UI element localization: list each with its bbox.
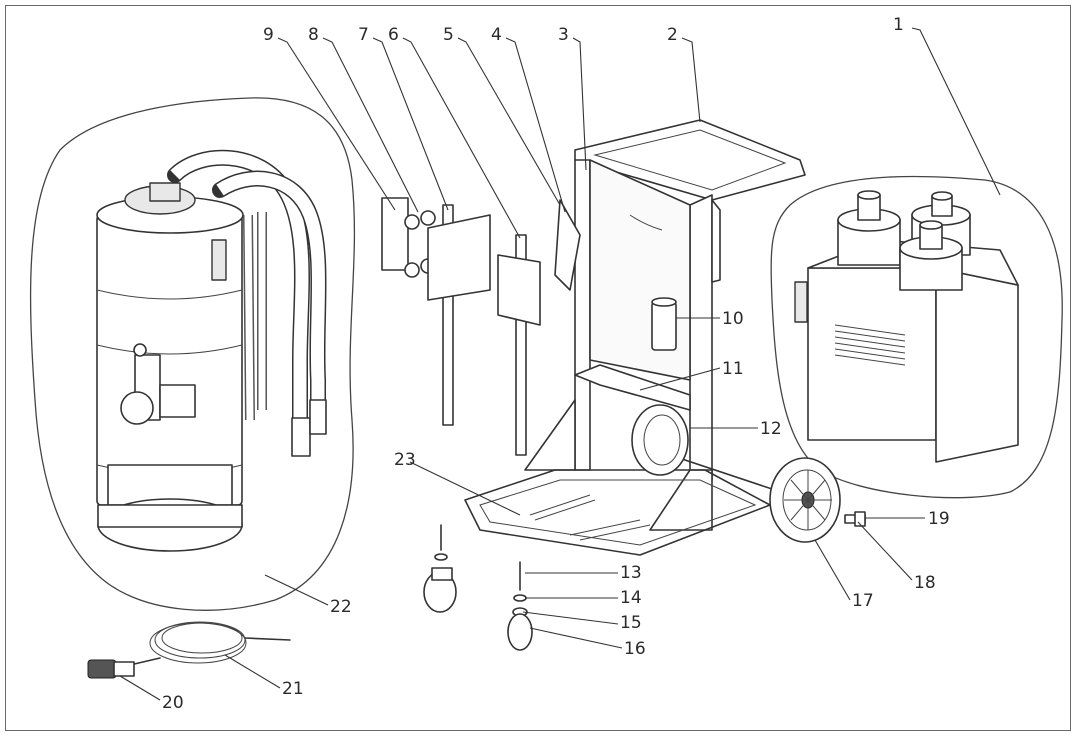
callout-7: 7 xyxy=(358,25,369,45)
filter-cartridge-top xyxy=(651,297,677,307)
motor-cap xyxy=(149,182,181,202)
left-upright xyxy=(574,159,591,471)
diagram-frame xyxy=(5,5,1071,731)
callout-9: 9 xyxy=(263,25,274,45)
leader-20 xyxy=(119,675,161,701)
power-unit-side xyxy=(935,267,1019,463)
vacuum-hose-2-inner xyxy=(216,172,326,420)
callout-5: 5 xyxy=(443,25,454,45)
lid-latch xyxy=(211,239,227,281)
rear-wheel xyxy=(769,457,841,543)
leader-5 xyxy=(457,37,561,206)
callout-21: 21 xyxy=(282,679,304,699)
mount-plate xyxy=(381,197,409,271)
cart-assembly xyxy=(464,119,866,556)
callout-6: 6 xyxy=(388,25,399,45)
leader-9 xyxy=(277,37,396,211)
leader-23 xyxy=(409,461,521,516)
knob-upper-a xyxy=(404,214,420,230)
filter-cylinder-1 xyxy=(837,190,901,266)
leader-18 xyxy=(857,521,913,581)
callout-12: 12 xyxy=(760,419,782,439)
callout-14: 14 xyxy=(620,588,642,608)
callout-16: 16 xyxy=(624,639,646,659)
leader-17 xyxy=(814,539,851,601)
tray-inner xyxy=(593,129,787,191)
leader-11 xyxy=(639,367,721,391)
callout-11: 11 xyxy=(722,359,744,379)
callout-13: 13 xyxy=(620,563,642,583)
right-gusset xyxy=(649,469,713,531)
hose-1-nozzle xyxy=(291,417,311,457)
tray-slots xyxy=(529,494,651,541)
callout-1: 1 xyxy=(893,15,904,35)
callout-2: 2 xyxy=(667,25,678,45)
leader-7 xyxy=(372,37,449,211)
leader-3 xyxy=(572,37,587,171)
vent-grille xyxy=(834,324,906,366)
handle-knob xyxy=(133,343,147,357)
power-connector xyxy=(794,281,808,323)
left-gusset xyxy=(524,399,576,471)
power-cable xyxy=(129,621,291,666)
leader-6 xyxy=(402,37,521,239)
power-socket xyxy=(120,391,154,425)
rod-right xyxy=(515,234,527,456)
callout-8: 8 xyxy=(308,25,319,45)
callout-20: 20 xyxy=(162,693,184,713)
callout-10: 10 xyxy=(722,309,744,329)
vacuum-group-outline xyxy=(29,97,356,611)
socket-plate xyxy=(159,384,196,418)
leader-22 xyxy=(264,574,329,606)
callout-17: 17 xyxy=(852,591,874,611)
right-upright xyxy=(689,194,713,481)
bracket-parts xyxy=(381,197,581,456)
callout-labels: 1 2 3 4 5 6 7 8 9 10 11 12 13 14 15 16 1… xyxy=(162,15,950,713)
vacuum-assembly-group xyxy=(29,97,356,611)
callout-4: 4 xyxy=(491,25,502,45)
power-unit-group xyxy=(770,175,1063,499)
power-unit-outline xyxy=(770,175,1063,499)
caster-left xyxy=(423,524,457,613)
callout-19: 19 xyxy=(928,509,950,529)
leader-15 xyxy=(522,611,619,625)
leader-lines xyxy=(119,27,1001,701)
filter-cartridge xyxy=(651,301,677,351)
knob-upper-b xyxy=(420,210,436,226)
mid-shelf xyxy=(574,364,691,411)
base-tray xyxy=(464,469,771,556)
base-tray-inner xyxy=(479,479,757,546)
hook-bracket xyxy=(711,199,721,283)
holder-bracket xyxy=(427,214,491,301)
rod-left xyxy=(442,204,454,426)
leader-4 xyxy=(505,37,566,213)
hook-plate xyxy=(554,199,581,291)
leader-16 xyxy=(529,627,623,649)
axle-washer xyxy=(854,511,866,527)
knob-lower-a xyxy=(404,262,420,278)
leader-2 xyxy=(681,37,701,123)
hose-2-nozzle xyxy=(309,399,327,435)
leader-1 xyxy=(911,27,1001,196)
leader-8 xyxy=(322,37,419,213)
callout-23: 23 xyxy=(394,450,416,470)
panel-slot xyxy=(629,214,663,231)
power-plug xyxy=(87,659,135,679)
callout-15: 15 xyxy=(620,613,642,633)
drum-foot xyxy=(97,504,243,528)
holder-clamp xyxy=(497,254,541,326)
caster-front xyxy=(507,561,533,651)
callout-3: 3 xyxy=(558,25,569,45)
filter-cylinder-3 xyxy=(899,220,963,291)
hidden-wheel xyxy=(631,404,689,476)
callout-22: 22 xyxy=(330,597,352,617)
leader-21 xyxy=(224,654,281,689)
callout-18: 18 xyxy=(914,573,936,593)
